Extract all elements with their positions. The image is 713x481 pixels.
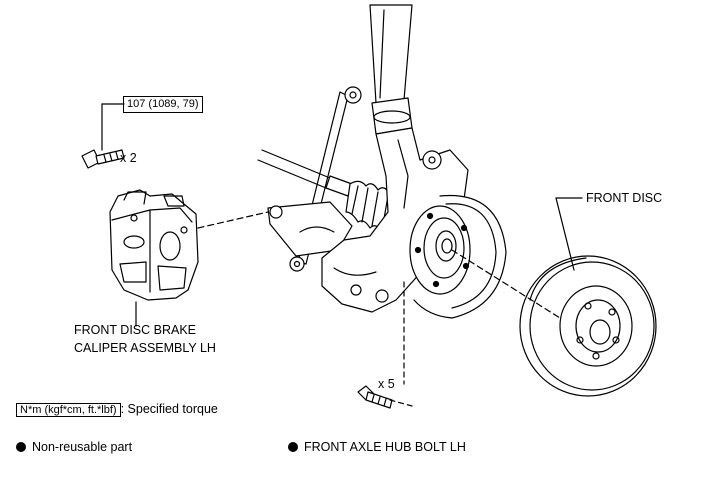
legend-non-reusable-text: Non-reusable part (32, 440, 133, 454)
caliper-label-line1: FRONT DISC BRAKE (74, 323, 197, 337)
brake-disc (519, 255, 657, 397)
axle-hub (409, 205, 471, 295)
brake-caliper (109, 189, 199, 301)
legend-torque: N*m (kgf*cm, ft.*lbf): Specified torque (16, 401, 218, 418)
front-disc-label: FRONT DISC (586, 191, 663, 205)
hub-bolt-label-text: FRONT AXLE HUB BOLT LH (304, 440, 466, 454)
caliper-bolt-quantity: x 2 (120, 151, 137, 165)
strut-assembly (369, 4, 413, 135)
hub-bolt-illustration (357, 385, 413, 409)
legend-torque-box: N*m (kgf*cm, ft.*lbf) (16, 403, 121, 417)
non-reusable-marker-icon (288, 442, 298, 452)
leader-lines (101, 103, 583, 385)
caliper-label-line2: CALIPER ASSEMBLY LH (74, 341, 216, 355)
legend-torque-desc: : Specified torque (120, 402, 218, 416)
hub-bolt-quantity: x 5 (378, 377, 395, 391)
steering-knuckle (321, 127, 469, 313)
legend-non-reusable-dot-icon (16, 442, 26, 452)
torque-spec-box: 107 (1089, 79) (123, 96, 203, 113)
hub-bolt-label: FRONT AXLE HUB BOLT LH (288, 439, 466, 456)
legend-non-reusable: Non-reusable part (16, 439, 132, 456)
caliper-bolt-illustration (81, 149, 125, 169)
